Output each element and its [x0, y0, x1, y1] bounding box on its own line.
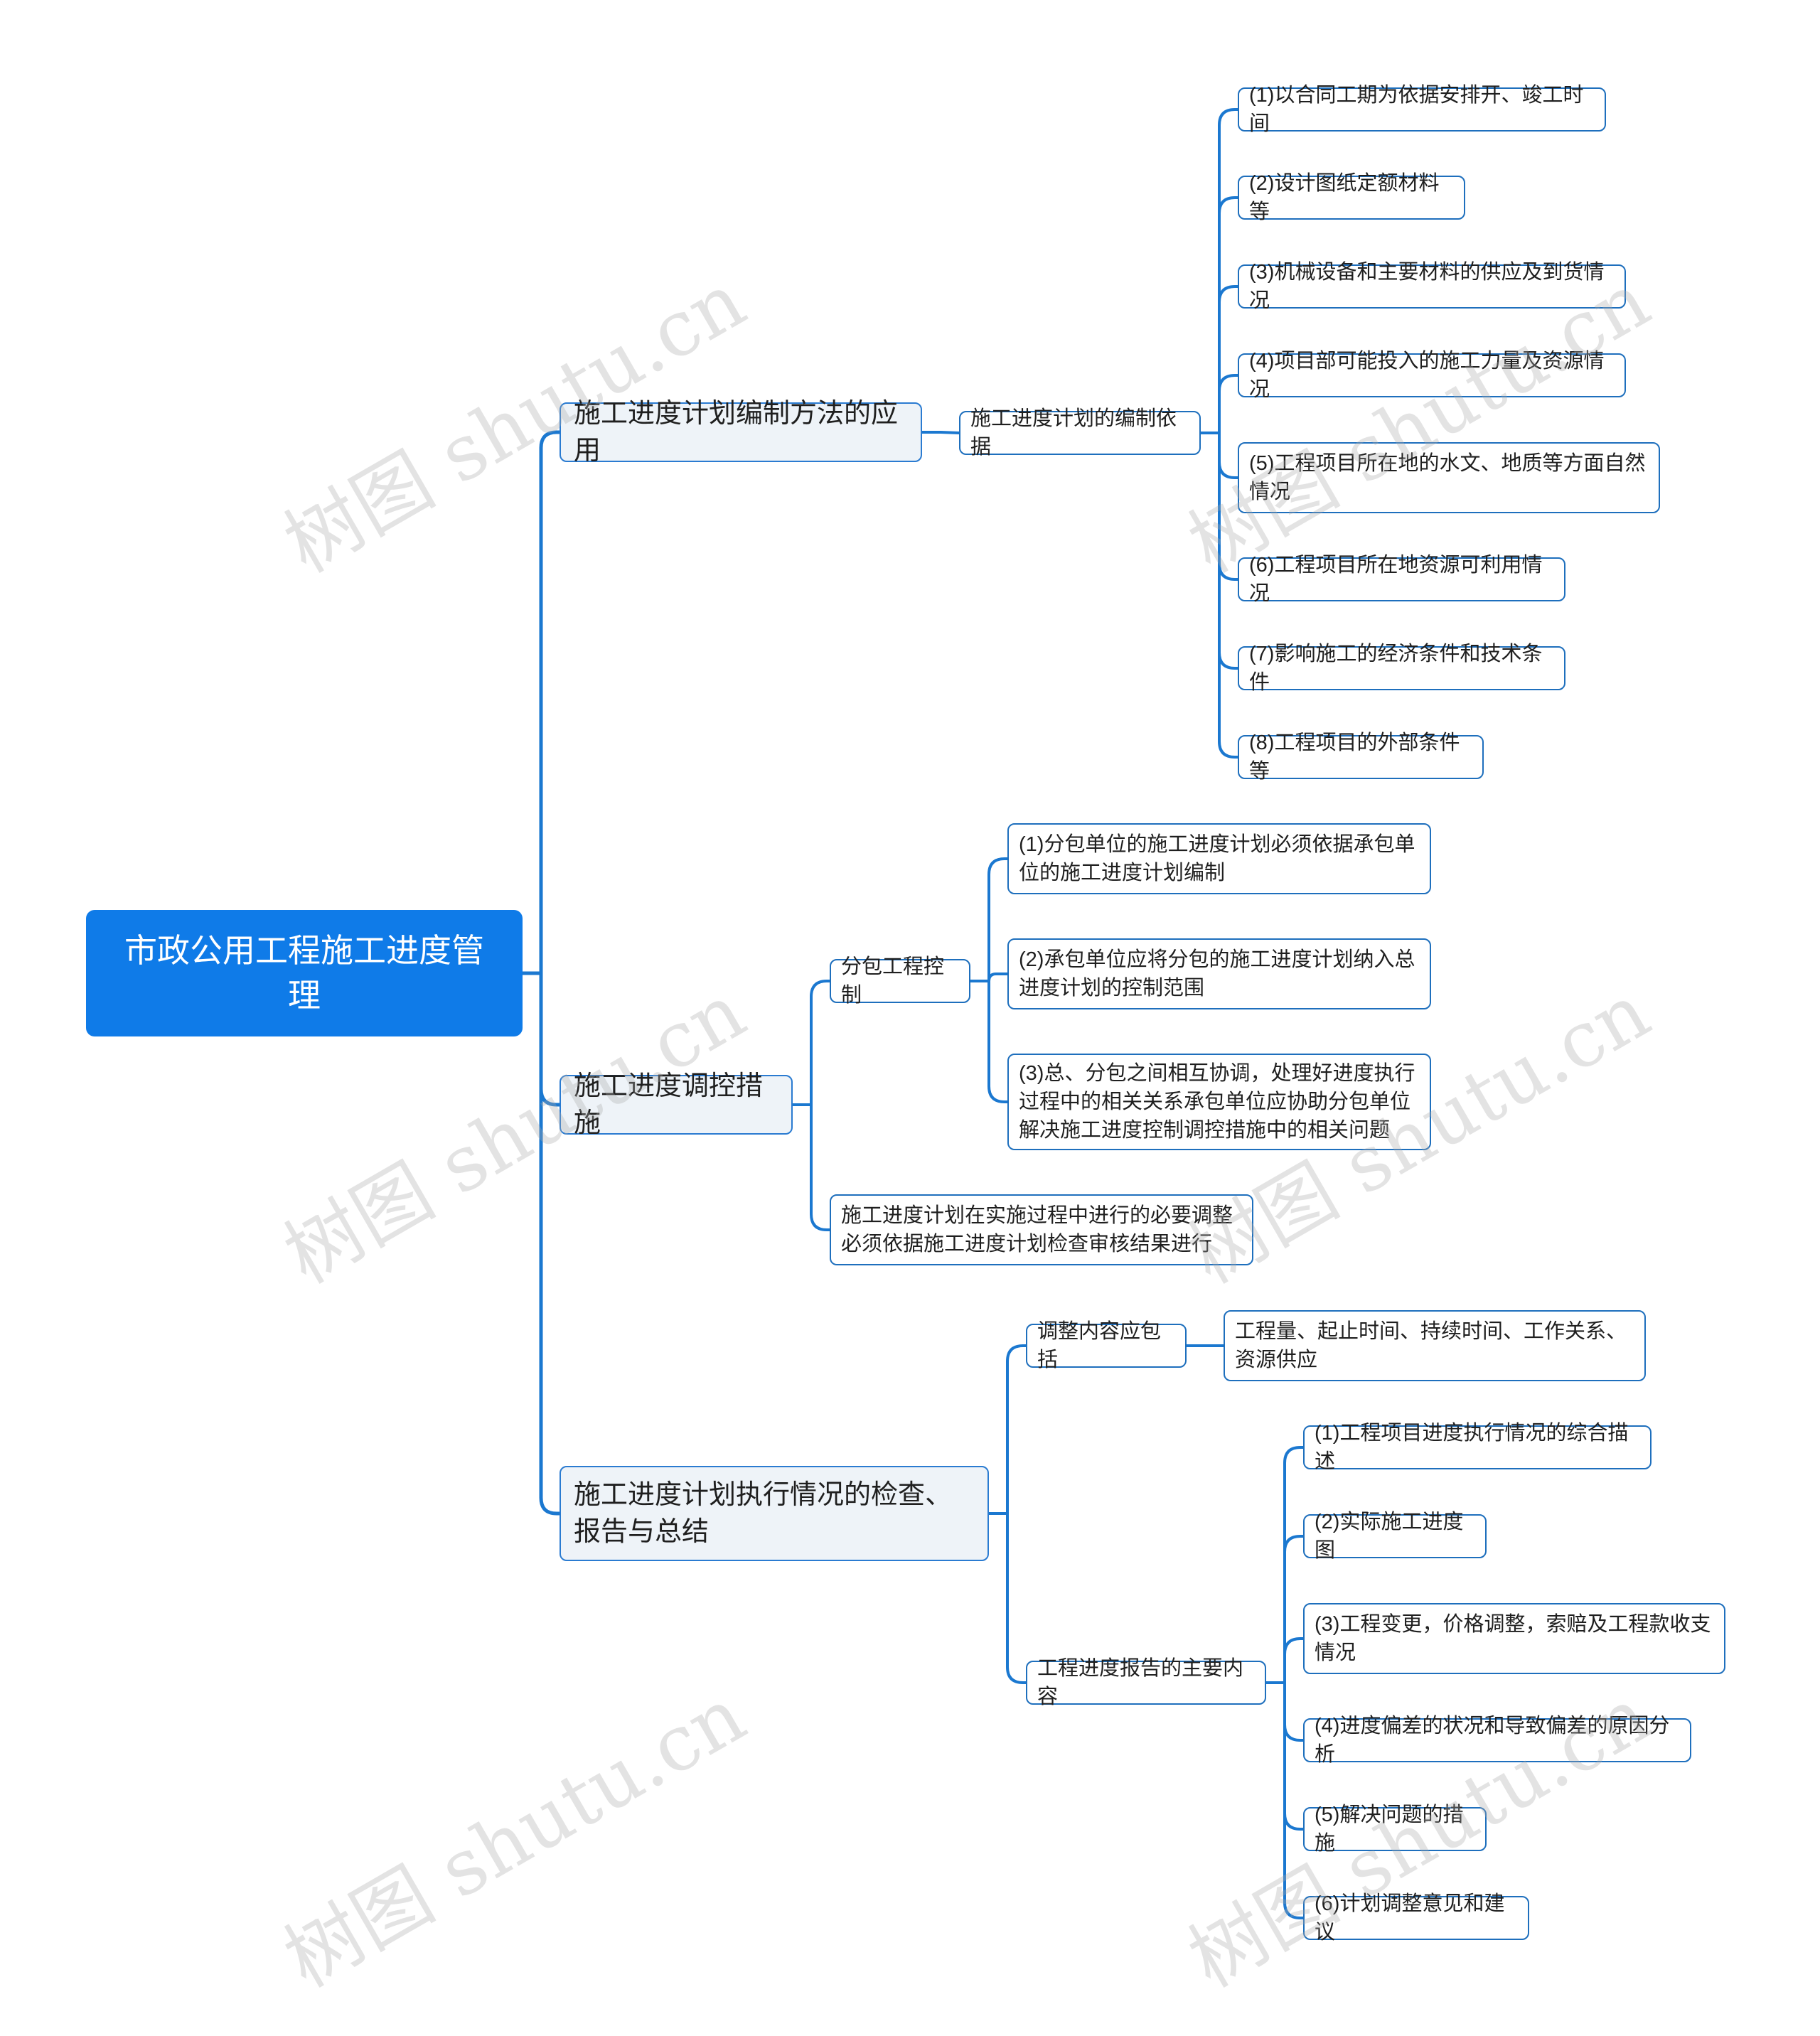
basis-item-6[interactable]: (6)工程项目所在地资源可利用情况 — [1238, 554, 1565, 605]
planning-basis-topic[interactable]: 施工进度计划的编制依据 — [959, 407, 1201, 459]
basis-item-7[interactable]: (7)影响施工的经济条件和技术条件 — [1238, 643, 1565, 694]
connector-branch-schedule-control-measures — [791, 980, 831, 1231]
connector-branch-inspection-report-summary — [987, 1344, 1027, 1684]
report-item-1[interactable]: (1)工程项目进度执行情况的综合描述 — [1303, 1422, 1652, 1473]
progress-report-topic[interactable]: 工程进度报告的主要内容 — [1026, 1657, 1266, 1708]
subcontract-item-3[interactable]: (3)总、分包之间相互协调，处理好进度执行过程中的相关关系承包单位应协助分包单位… — [1007, 1054, 1431, 1150]
basis-item-4[interactable]: (4)项目部可能投入的施工力量及资源情况 — [1238, 350, 1626, 401]
connector-root-topic — [520, 430, 562, 1516]
connector-progress-report-topic — [1265, 1446, 1305, 1919]
basis-item-5[interactable]: (5)工程项目所在地的水文、地质等方面自然情况 — [1238, 442, 1660, 513]
report-item-4[interactable]: (4)进度偏差的状况和导致偏差的原因分析 — [1303, 1715, 1691, 1766]
root-topic[interactable]: 市政公用工程施工进度管理 — [86, 910, 523, 1036]
basis-item-1[interactable]: (1)以合同工期为依据安排开、竣工时间 — [1238, 84, 1606, 135]
connector-planning-basis-topic — [1199, 108, 1239, 759]
branch-inspection-report-summary[interactable]: 施工进度计划执行情况的检查、报告与总结 — [560, 1466, 989, 1561]
subcontract-control-topic[interactable]: 分包工程控制 — [830, 955, 970, 1007]
adjustment-content-item[interactable]: 工程量、起止时间、持续时间、工作关系、资源供应 — [1224, 1310, 1646, 1381]
branch-schedule-control-measures[interactable]: 施工进度调控措施 — [560, 1071, 793, 1138]
connector-subcontract-control-topic — [969, 857, 1009, 1103]
adjustment-content-topic[interactable]: 调整内容应包括 — [1026, 1320, 1187, 1371]
branch-schedule-planning-method[interactable]: 施工进度计划编制方法的应用 — [560, 399, 922, 466]
basis-item-8[interactable]: (8)工程项目的外部条件等 — [1238, 732, 1484, 783]
report-item-3[interactable]: (3)工程变更，价格调整，索赔及工程款收支情况 — [1303, 1603, 1725, 1674]
report-item-5[interactable]: (5)解决问题的措施 — [1303, 1804, 1487, 1855]
connector-branch-schedule-planning-method — [921, 431, 960, 434]
report-item-2[interactable]: (2)实际施工进度图 — [1303, 1511, 1487, 1562]
necessary-adjustment-note[interactable]: 施工进度计划在实施过程中进行的必要调整必须依据施工进度计划检查审核结果进行 — [830, 1194, 1253, 1265]
basis-item-3[interactable]: (3)机械设备和主要材料的供应及到货情况 — [1238, 261, 1626, 312]
subcontract-item-2[interactable]: (2)承包单位应将分包的施工进度计划纳入总进度计划的控制范围 — [1007, 938, 1431, 1009]
basis-item-2[interactable]: (2)设计图纸定额材料等 — [1238, 172, 1465, 223]
subcontract-item-1[interactable]: (1)分包单位的施工进度计划必须依据承包单位的施工进度计划编制 — [1007, 823, 1431, 894]
report-item-6[interactable]: (6)计划调整意见和建议 — [1303, 1892, 1529, 1944]
